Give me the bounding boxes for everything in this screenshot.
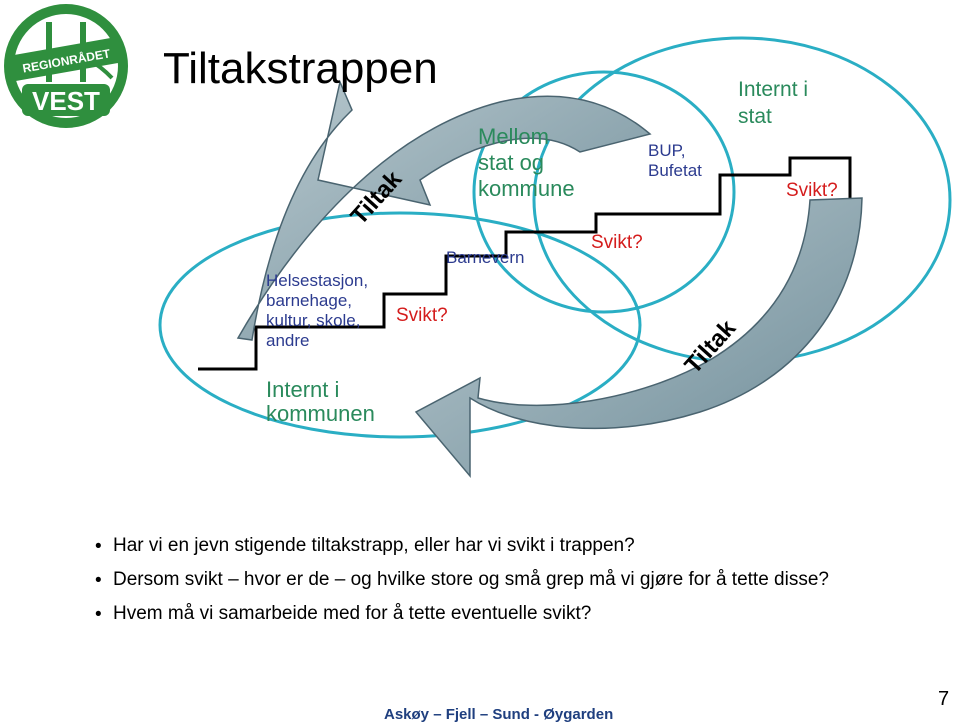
logo-text-vest: VEST — [32, 86, 100, 116]
upper-tiltak-arrow — [236, 79, 652, 341]
mellom-label: Mellom stat og kommune — [478, 124, 575, 202]
service-line-4: andre — [266, 331, 310, 350]
bup-line-1: BUP, — [648, 141, 686, 160]
bullet-item: • Har vi en jevn stigende tiltakstrapp, e… — [95, 535, 829, 557]
bullet-text: Har vi en jevn stigende tiltakstrapp, el… — [113, 535, 635, 556]
service-line-3: kultur, skole, — [266, 311, 361, 330]
page-number: 7 — [938, 688, 950, 710]
lower-tiltak-arrow — [414, 197, 863, 479]
svikt-label-1: Svikt? — [396, 305, 448, 326]
service-line-2: barnehage, — [266, 291, 353, 310]
svikt-label-2: Svikt? — [591, 232, 643, 253]
kommune-label-line-2: kommunen — [266, 401, 375, 426]
stat-label-line-1: Internt i — [738, 78, 809, 101]
bullet-list: • Har vi en jevn stigende tiltakstrapp, e… — [95, 535, 829, 637]
stat-label: Internt i stat — [738, 76, 808, 130]
ellipse-mellom — [472, 70, 736, 314]
bullet-dot-icon: • — [95, 604, 102, 625]
bullet-item: • Dersom svikt – hvor er de – og hvilke s… — [95, 569, 829, 591]
svikt-label-3: Svikt? — [786, 180, 838, 201]
kommune-label-line-1: Internt i — [266, 377, 340, 402]
kommune-label: Internt i kommunen — [266, 378, 375, 426]
bup-label: BUP, Bufetat — [648, 141, 702, 181]
mellom-label-line-1: Mellom — [478, 124, 549, 149]
bullet-text: Dersom svikt – hvor er de – og hvilke st… — [113, 569, 829, 590]
bullet-text: Hvem må vi samarbeide med for å tette ev… — [113, 603, 592, 624]
kommune-services: Helsestasjon, barnehage, kultur, skole, … — [266, 271, 368, 351]
service-line-1: Helsestasjon, — [266, 271, 369, 290]
mellom-label-line-2: stat og — [478, 150, 545, 175]
bullet-dot-icon: • — [95, 570, 102, 591]
mellom-label-line-3: kommune — [478, 176, 575, 201]
footer-text: Askøy – Fjell – Sund - Øygarden — [384, 706, 614, 723]
bup-line-2: Bufetat — [648, 161, 702, 180]
slide-title: Tiltakstrappen — [163, 44, 438, 93]
ellipse-kommune — [158, 211, 642, 439]
barnevern-label: Barnevern — [446, 248, 525, 267]
regionraadet-logo: REGIONRÅDET VEST — [4, 4, 128, 128]
stat-label-line-2: stat — [738, 105, 772, 128]
bullet-item: • Hvem må vi samarbeide med for å tette e… — [95, 603, 829, 625]
staircase-line — [198, 156, 852, 371]
bullet-dot-icon: • — [95, 536, 102, 557]
